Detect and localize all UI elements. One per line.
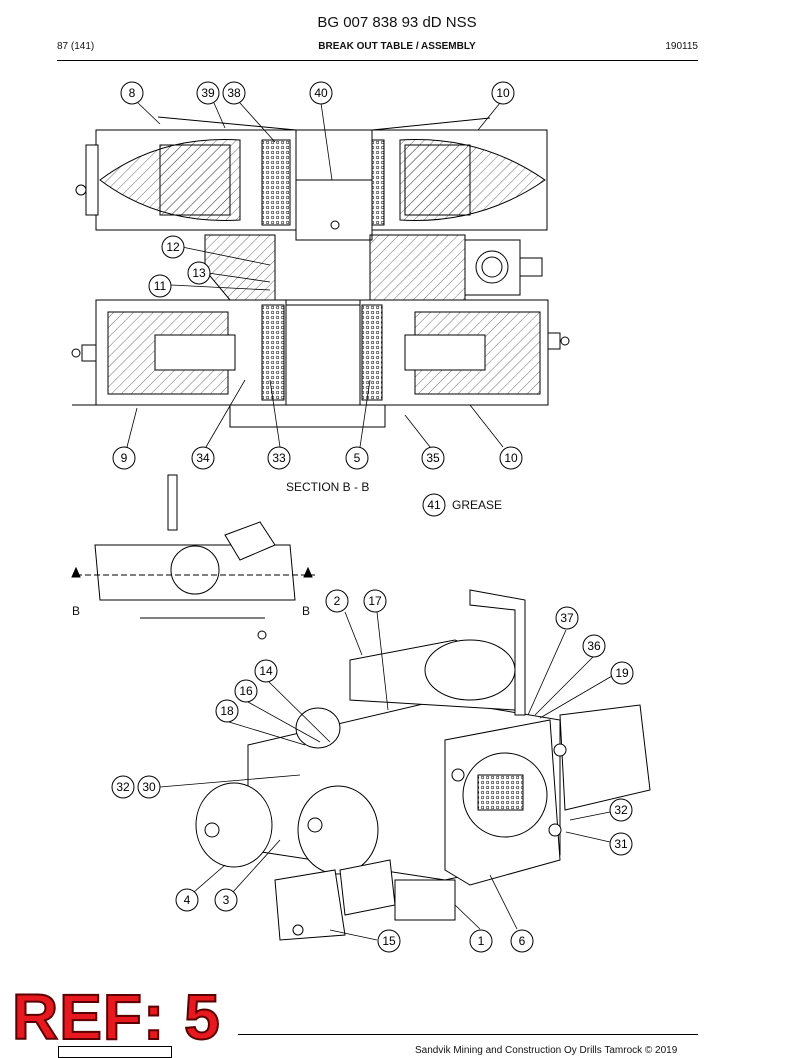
svg-text:4: 4 — [184, 893, 191, 907]
svg-text:10: 10 — [504, 451, 518, 465]
svg-text:13: 13 — [192, 266, 206, 280]
section-label: SECTION B - B — [286, 480, 370, 494]
svg-text:3: 3 — [223, 893, 230, 907]
svg-text:33: 33 — [272, 451, 286, 465]
svg-text:11: 11 — [154, 279, 167, 293]
svg-text:34: 34 — [196, 451, 210, 465]
svg-text:15: 15 — [382, 934, 396, 948]
svg-text:38: 38 — [227, 86, 241, 100]
callout-19: 19 — [610, 661, 634, 685]
svg-text:5: 5 — [354, 451, 361, 465]
svg-text:9: 9 — [121, 451, 128, 465]
svg-text:39: 39 — [201, 86, 215, 100]
callout-13: 13 — [187, 261, 211, 285]
svg-text:8: 8 — [129, 86, 136, 100]
callout-32-left: 32 — [111, 775, 135, 799]
leader-lines-section — [126, 102, 504, 448]
document-id: BG 007 838 93 dD NSS — [317, 14, 477, 31]
svg-text:37: 37 — [560, 611, 574, 625]
svg-text:31: 31 — [614, 837, 628, 851]
svg-text:1: 1 — [478, 934, 485, 948]
callout-18: 18 — [215, 699, 239, 723]
svg-text:14: 14 — [259, 664, 273, 678]
svg-text:2: 2 — [334, 594, 341, 608]
header-divider — [57, 60, 698, 61]
section-top-plate-right — [371, 117, 491, 131]
section-top-plate — [157, 116, 297, 131]
callout-6: 6 — [510, 929, 534, 953]
callout-1: 1 — [469, 929, 493, 953]
callout-36: 36 — [582, 634, 606, 658]
callout-17: 17 — [363, 589, 387, 613]
callout-40: 40 — [309, 81, 333, 105]
callout-39: 39 — [196, 81, 220, 105]
callout-3: 3 — [214, 888, 238, 912]
callout-5: 5 — [345, 446, 369, 470]
view-marker-right: B — [302, 604, 311, 618]
grease-label: GREASE — [452, 498, 503, 512]
callout-38: 38 — [222, 81, 246, 105]
callout-35: 35 — [421, 446, 445, 470]
callout-8: 8 — [120, 81, 144, 105]
callout-32-right: 32 — [609, 798, 633, 822]
callout-10-bottom: 10 — [499, 446, 523, 470]
callout-10-top: 10 — [491, 81, 515, 105]
svg-text:16: 16 — [239, 684, 253, 698]
callout-30: 30 — [137, 775, 161, 799]
section-lower-center-body — [72, 299, 548, 428]
callout-33: 33 — [267, 446, 291, 470]
svg-text:12: 12 — [166, 240, 180, 254]
leader-lines-iso — [159, 611, 613, 941]
callout-41: 41 — [422, 493, 446, 517]
callout-31: 31 — [609, 832, 633, 856]
section-upper-right-cylinder — [365, 129, 548, 231]
iso-assembly-drawing — [195, 589, 651, 941]
svg-text:32: 32 — [614, 803, 628, 817]
svg-text:18: 18 — [220, 704, 234, 718]
footer-copyright: Sandvik Mining and Construction Oy Drill… — [415, 1045, 678, 1056]
svg-text:41: 41 — [427, 498, 441, 512]
section-lower-right-cylinder — [359, 299, 570, 406]
svg-text:17: 17 — [368, 594, 382, 608]
callout-14: 14 — [254, 659, 278, 683]
svg-text:30: 30 — [142, 780, 156, 794]
callout-15: 15 — [377, 929, 401, 953]
svg-text:35: 35 — [426, 451, 440, 465]
svg-text:40: 40 — [314, 86, 328, 100]
page-number: 87 (141) — [57, 41, 95, 52]
svg-text:6: 6 — [519, 934, 526, 948]
callout-34: 34 — [191, 446, 215, 470]
date-code: 190115 — [665, 41, 698, 52]
callout-12: 12 — [161, 235, 185, 259]
brand-logo — [58, 1046, 172, 1058]
svg-text:19: 19 — [615, 666, 629, 680]
section-lower-left-cylinder — [71, 299, 287, 406]
section-upper-left-cylinder — [75, 129, 297, 231]
footer-divider — [238, 1034, 698, 1035]
page-title: BREAK OUT TABLE / ASSEMBLY — [318, 41, 476, 52]
callout-16: 16 — [234, 679, 258, 703]
svg-text:10: 10 — [496, 86, 510, 100]
callout-9: 9 — [112, 446, 136, 470]
svg-text:36: 36 — [587, 639, 601, 653]
callout-37: 37 — [555, 606, 579, 630]
reference-view-drawing — [71, 474, 315, 640]
callout-11: 11 — [148, 274, 172, 298]
svg-text:32: 32 — [116, 780, 130, 794]
section-upper-center-body — [295, 129, 373, 241]
view-marker-left: B — [72, 604, 81, 618]
callout-4: 4 — [175, 888, 199, 912]
section-middle-collar — [204, 234, 543, 301]
callout-2: 2 — [325, 589, 349, 613]
ref-stamp: REF: 5 — [11, 981, 221, 1053]
